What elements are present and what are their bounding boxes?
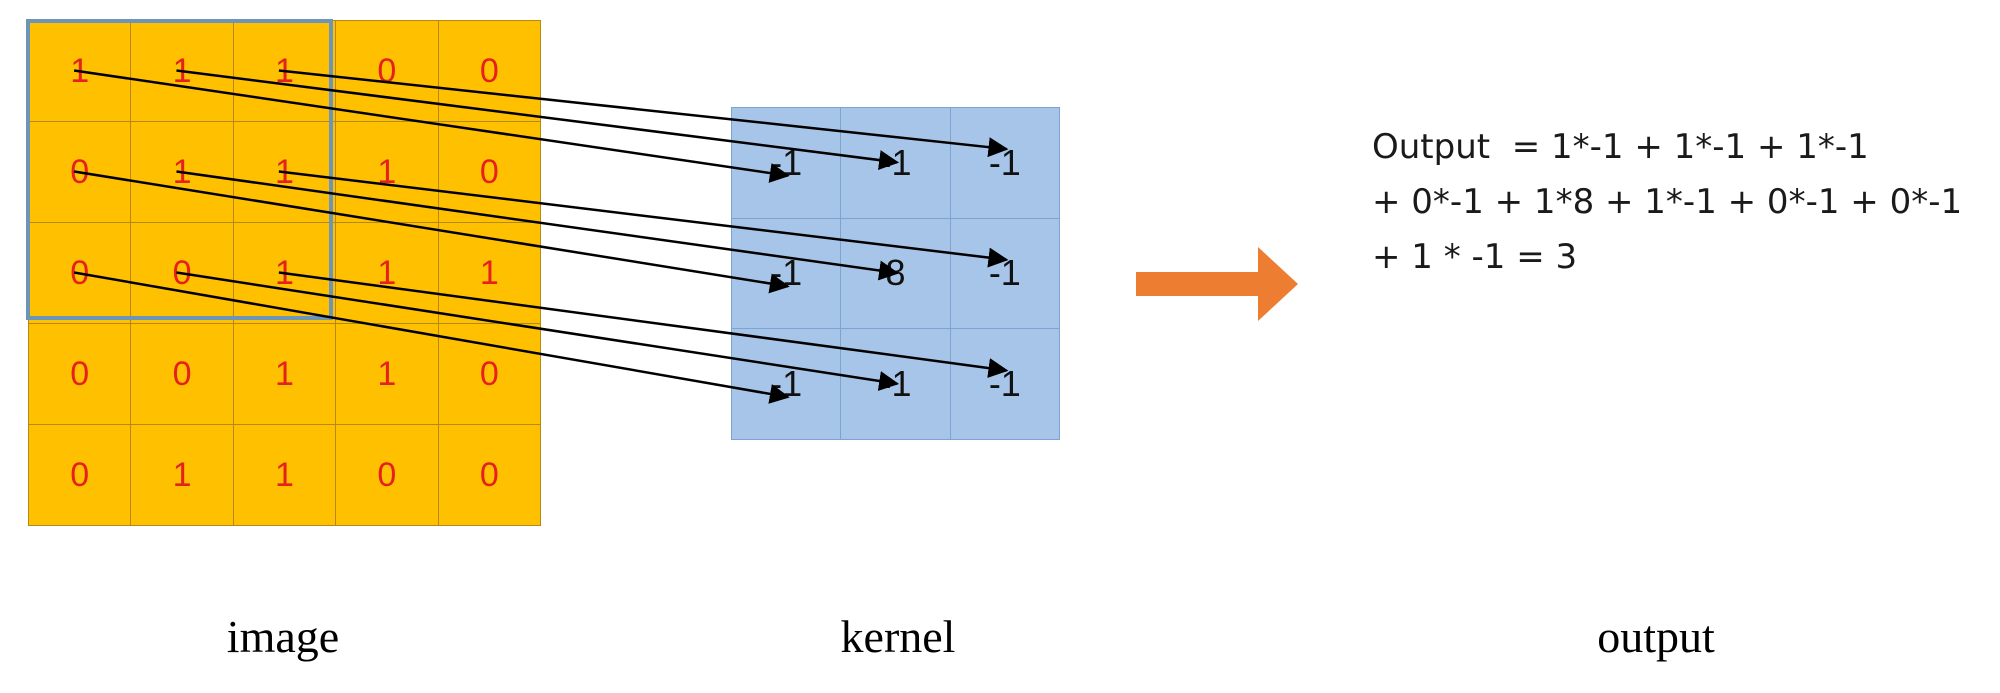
image-cell-r4-c4: 0 bbox=[438, 425, 541, 526]
mapping-arrow-r2-c2 bbox=[278, 271, 1009, 378]
mapping-arrow-r1-c2 bbox=[278, 170, 1009, 268]
caption-image: image bbox=[226, 611, 340, 662]
image-cell-r4-c2: 1 bbox=[233, 425, 337, 526]
image-cell-r0-c4: 0 bbox=[438, 21, 541, 122]
image-cell-r3-c0: 0 bbox=[29, 324, 132, 425]
image-cell-r4-c0: 0 bbox=[29, 425, 132, 526]
output-formula: Output = 1*-1 + 1*-1 + 1*-1 + 0*-1 + 1*8… bbox=[1372, 120, 1992, 285]
image-cell-r4-c3: 0 bbox=[336, 425, 439, 526]
receptive-field-highlight bbox=[26, 19, 333, 320]
image-cell-r3-c4: 0 bbox=[438, 324, 541, 425]
image-cell-r2-c3: 1 bbox=[336, 223, 439, 324]
image-cell-r4-c1: 1 bbox=[131, 425, 234, 526]
caption-kernel: kernel bbox=[840, 611, 956, 662]
image-cell-r3-c1: 0 bbox=[131, 324, 234, 425]
image-cell-r3-c2: 1 bbox=[233, 324, 337, 425]
caption-output: output bbox=[1597, 611, 1715, 662]
mapping-arrow-r0-c0 bbox=[73, 69, 790, 183]
mapping-arrow-r1-c0 bbox=[73, 170, 790, 294]
mapping-arrow-r0-c1 bbox=[176, 69, 900, 170]
mapping-arrows bbox=[73, 69, 1009, 404]
result-arrow-icon bbox=[1136, 247, 1298, 321]
image-cell-r2-c4: 1 bbox=[438, 223, 541, 324]
image-cell-r1-c4: 0 bbox=[438, 122, 541, 223]
formula-line-1: Output = 1*-1 + 1*-1 + 1*-1 bbox=[1372, 127, 1869, 167]
mapping-arrow-r1-c1 bbox=[176, 170, 900, 281]
formula-line-3: + 1 * -1 = 3 bbox=[1372, 237, 1578, 277]
mapping-arrow-r2-c0 bbox=[73, 271, 790, 404]
image-cell-r3-c3: 1 bbox=[336, 324, 439, 425]
image-cell-r0-c3: 0 bbox=[336, 21, 439, 122]
mapping-arrow-r0-c2 bbox=[278, 69, 1009, 158]
mapping-arrow-r2-c1 bbox=[176, 271, 900, 391]
formula-line-2: + 0*-1 + 1*8 + 1*-1 + 0*-1 + 0*-1 bbox=[1372, 182, 1963, 222]
